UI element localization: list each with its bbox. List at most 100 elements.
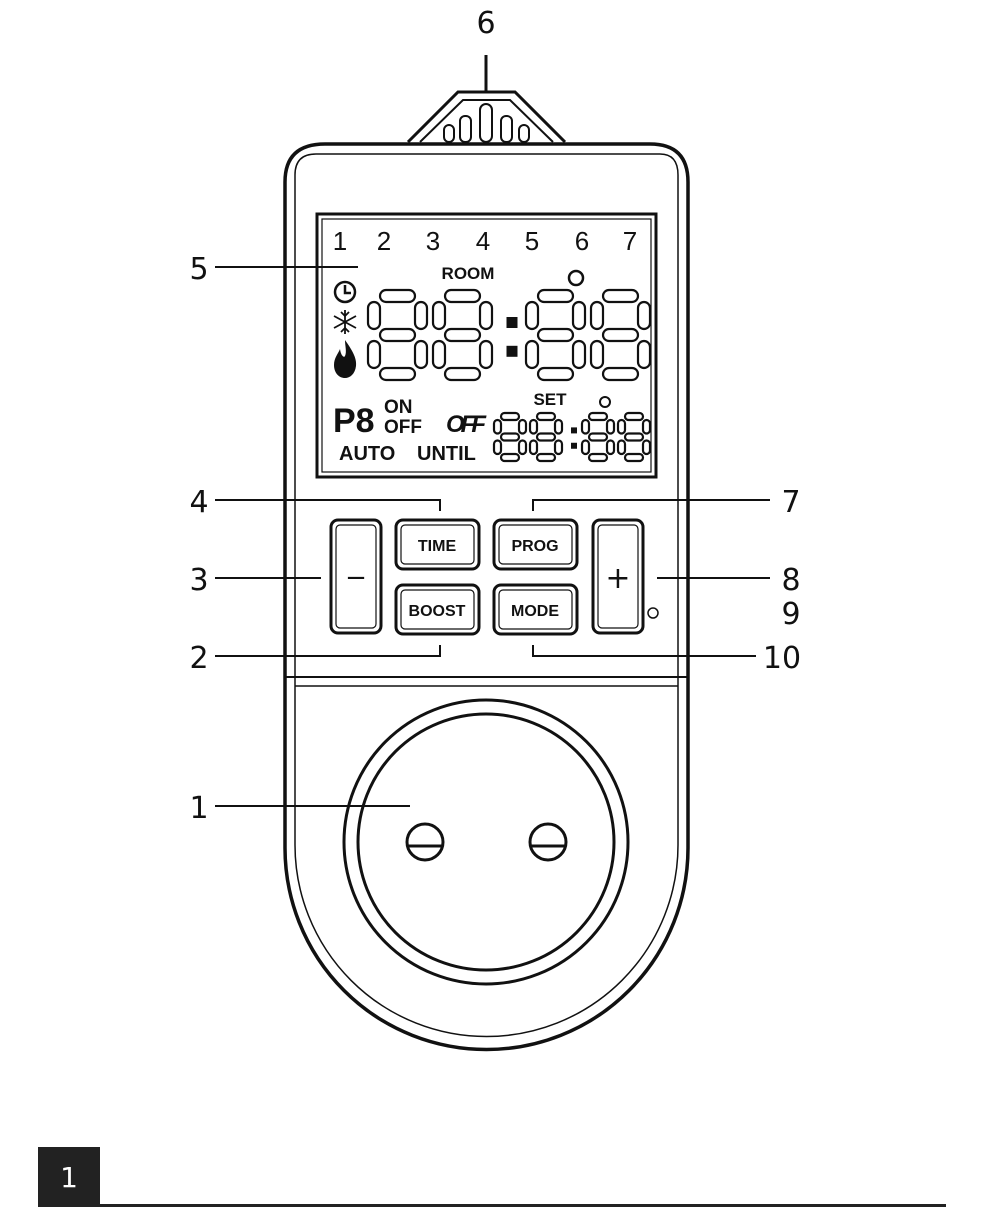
digit-segment bbox=[517, 418, 528, 435]
callout-7: 7 bbox=[781, 485, 800, 520]
button-boost[interactable]: BOOST bbox=[394, 583, 481, 636]
digit-segment bbox=[536, 366, 575, 382]
button-plus[interactable]: + bbox=[591, 518, 645, 635]
colon-dot bbox=[571, 442, 577, 449]
digit-segment bbox=[587, 432, 609, 442]
colon-dot bbox=[506, 317, 518, 328]
digit-segment bbox=[492, 418, 503, 435]
seven-segment-digit bbox=[492, 411, 528, 463]
button-prog[interactable]: PROG bbox=[492, 518, 579, 571]
digit-segment bbox=[616, 418, 627, 435]
colon-dot bbox=[506, 345, 518, 357]
set-label: SET bbox=[533, 390, 567, 409]
power-socket bbox=[342, 698, 630, 986]
digit-segment bbox=[605, 439, 616, 456]
digit-segment bbox=[589, 300, 605, 331]
callout-leaders bbox=[215, 266, 770, 807]
digit-segment bbox=[535, 411, 557, 422]
degree-symbol bbox=[567, 269, 585, 287]
digit-segment bbox=[499, 432, 521, 442]
digit-segment bbox=[571, 339, 587, 370]
digit-segment bbox=[641, 418, 652, 435]
digit-segment bbox=[478, 339, 494, 370]
mode-label: MODE bbox=[511, 603, 559, 620]
callout-5: 5 bbox=[189, 252, 208, 287]
digit-segment bbox=[641, 439, 652, 456]
room-label: ROOM bbox=[442, 264, 495, 283]
digit-segment bbox=[524, 339, 540, 370]
day-1: 1 bbox=[333, 226, 347, 256]
digit-segment bbox=[443, 288, 482, 304]
set-degree-symbol bbox=[599, 396, 611, 408]
digit-segment bbox=[589, 339, 605, 370]
digit-segment bbox=[366, 300, 382, 331]
digit-segment bbox=[535, 452, 557, 463]
digit-segment bbox=[378, 366, 417, 382]
digit-segment bbox=[535, 432, 557, 442]
digit-segment bbox=[571, 300, 587, 331]
off-label: OFF bbox=[384, 417, 422, 438]
digit-segment bbox=[601, 288, 640, 304]
off-mode-indicator: OFF bbox=[446, 411, 487, 438]
digit-segment bbox=[601, 366, 640, 382]
digit-segment bbox=[517, 439, 528, 456]
digit-segment bbox=[378, 288, 417, 304]
button-mode[interactable]: MODE bbox=[492, 583, 579, 636]
digit-segment bbox=[413, 300, 429, 331]
leader-7 bbox=[532, 499, 770, 511]
figure-number-tag: 1 bbox=[38, 1147, 100, 1207]
seven-segment-digit bbox=[528, 411, 564, 463]
day-7: 7 bbox=[623, 226, 637, 256]
digit-segment bbox=[580, 418, 591, 435]
digit-segment bbox=[528, 418, 539, 435]
button-minus[interactable]: − bbox=[329, 518, 383, 635]
digit-segment bbox=[636, 339, 652, 370]
day-5: 5 bbox=[525, 226, 539, 256]
indicator-led bbox=[647, 607, 659, 619]
prog-label: PROG bbox=[511, 538, 558, 555]
callout-9: 9 bbox=[781, 597, 800, 632]
callout-1: 1 bbox=[189, 791, 208, 826]
digit-segment bbox=[580, 439, 591, 456]
digit-segment bbox=[524, 300, 540, 331]
figure-underline bbox=[38, 1204, 946, 1207]
digit-segment bbox=[431, 300, 447, 331]
day-2: 2 bbox=[377, 226, 391, 256]
socket-hole-right bbox=[528, 822, 568, 862]
digit-segment bbox=[553, 439, 564, 456]
digit-segment bbox=[378, 327, 417, 343]
digit-segment bbox=[605, 418, 616, 435]
seven-segment-digit bbox=[524, 288, 587, 382]
auto-label: AUTO bbox=[339, 443, 395, 465]
leader-10 bbox=[532, 645, 756, 657]
snowflake-icon bbox=[333, 310, 357, 334]
seven-segment-digit bbox=[589, 288, 652, 382]
until-label: UNTIL bbox=[417, 443, 476, 465]
main-time-digits bbox=[366, 288, 652, 382]
day-3: 3 bbox=[426, 226, 440, 256]
plus-label: + bbox=[605, 561, 630, 596]
digit-segment bbox=[528, 439, 539, 456]
clock-icon bbox=[333, 280, 357, 304]
leader-4 bbox=[215, 499, 441, 511]
digit-segment bbox=[492, 439, 503, 456]
callout-8: 8 bbox=[781, 563, 800, 598]
digit-segment bbox=[499, 411, 521, 422]
leader-2 bbox=[215, 645, 441, 657]
digit-segment bbox=[443, 327, 482, 343]
digit-segment bbox=[636, 300, 652, 331]
digit-segment bbox=[478, 300, 494, 331]
lcd-display: 1 2 3 4 5 6 7 ROOM P8 ON bbox=[315, 212, 658, 479]
digit-segment bbox=[623, 411, 645, 422]
button-time[interactable]: TIME bbox=[394, 518, 481, 571]
digit-segment bbox=[366, 339, 382, 370]
digit-segment bbox=[616, 439, 627, 456]
top-vent-cap bbox=[406, 55, 567, 144]
program-indicator: P8 bbox=[333, 402, 375, 440]
boost-label: BOOST bbox=[409, 603, 466, 620]
digit-segment bbox=[623, 432, 645, 442]
callout-3: 3 bbox=[189, 563, 208, 598]
flame-icon bbox=[334, 340, 357, 378]
digit-segment bbox=[443, 366, 482, 382]
